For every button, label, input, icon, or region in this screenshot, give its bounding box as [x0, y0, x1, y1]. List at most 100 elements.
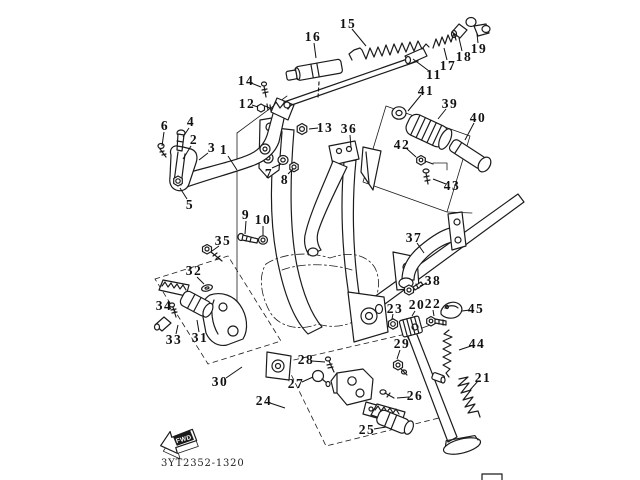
part-label-21: 21 — [475, 370, 492, 385]
leader-line-39 — [437, 108, 447, 120]
footrest-bracket-rear — [398, 211, 467, 296]
leader-line-25 — [373, 426, 387, 430]
brake-pedal-assembly — [157, 81, 308, 192]
part-label-29: 29 — [394, 336, 411, 351]
leader-line-15 — [351, 28, 367, 47]
leader-line-6 — [161, 131, 165, 147]
part-label-38: 38 — [425, 273, 442, 288]
leader-line-34 — [167, 306, 172, 310]
frame-bolt-washer — [237, 232, 269, 245]
leader-line-11 — [412, 58, 430, 72]
page-marker — [481, 473, 503, 480]
part-label-3: 3 — [208, 140, 216, 155]
part-label-31: 31 — [192, 330, 209, 345]
leader-line-26 — [396, 396, 410, 399]
part-label-40: 40 — [470, 110, 487, 125]
leader-line-28 — [311, 360, 326, 363]
part-label-32: 32 — [186, 263, 203, 278]
part-label-27: 27 — [288, 376, 305, 391]
leader-line-5 — [179, 187, 188, 200]
part-label-6: 6 — [161, 118, 169, 133]
leader-line-38 — [419, 282, 428, 287]
leader-line-7 — [271, 163, 282, 169]
leader-line-30 — [225, 366, 243, 379]
leader-line-37 — [416, 242, 425, 254]
leader-line-23 — [391, 313, 394, 320]
leader-line-44 — [458, 345, 472, 351]
part-label-17: 17 — [440, 58, 457, 73]
right-footpeg-group — [311, 356, 415, 435]
part-code: 3YT2352-1320 — [161, 458, 245, 469]
leader-line-20 — [411, 310, 416, 317]
leader-line-24 — [269, 402, 286, 409]
leader-line-17 — [443, 47, 448, 61]
leader-line-18 — [458, 37, 463, 52]
part-label-14: 14 — [238, 73, 255, 88]
leader-line-12 — [251, 104, 259, 108]
leader-line-14 — [250, 82, 262, 88]
leader-line-19 — [476, 33, 479, 44]
leader-line-32 — [196, 276, 205, 285]
part-label-22: 22 — [425, 296, 442, 311]
leader-line-36 — [349, 134, 352, 149]
part-label-10: 10 — [255, 212, 272, 227]
part-label-43: 43 — [444, 178, 461, 193]
leader-line-16 — [313, 42, 317, 59]
leader-line-3 — [198, 152, 209, 161]
part-label-9: 9 — [242, 207, 250, 222]
part-label-8: 8 — [281, 172, 289, 187]
leader-line-42 — [405, 147, 417, 158]
front-footrest-group — [391, 106, 492, 185]
part-label-13: 13 — [317, 120, 334, 135]
leader-line-33 — [175, 324, 179, 335]
part-label-37: 37 — [406, 230, 423, 245]
part-label-36: 36 — [341, 121, 358, 136]
part-label-44: 44 — [469, 336, 486, 351]
fwd-label: FWD — [175, 434, 192, 445]
leader-line-9 — [244, 220, 247, 235]
leader-line-29 — [396, 349, 401, 360]
leader-line-21 — [469, 380, 479, 391]
leader-line-40 — [464, 122, 475, 141]
part-label-34: 34 — [156, 298, 173, 313]
part-label-39: 39 — [442, 96, 459, 111]
part-label-15: 15 — [340, 16, 357, 31]
part-label-12: 12 — [239, 96, 256, 111]
leader-line-8 — [287, 168, 294, 175]
part-label-23: 23 — [387, 301, 404, 316]
leader-line-13 — [308, 127, 319, 130]
part-label-33: 33 — [166, 332, 183, 347]
part-label-25: 25 — [359, 422, 376, 437]
part-label-2: 2 — [190, 132, 198, 147]
part-label-1: 1 — [220, 142, 228, 157]
part-label-26: 26 — [407, 388, 424, 403]
leader-line-1 — [227, 155, 238, 171]
left-footpeg-group — [153, 243, 248, 347]
leader-line-41 — [407, 94, 422, 112]
leader-line-45 — [461, 309, 471, 312]
part-label-18: 18 — [456, 49, 473, 64]
part-label-28: 28 — [298, 352, 315, 367]
leader-line-35 — [211, 245, 220, 252]
part-label-20: 20 — [409, 297, 426, 312]
fwd-arrow: FWD — [160, 428, 199, 460]
part-label-5: 5 — [186, 197, 194, 212]
side-stand-group — [374, 301, 482, 455]
part-label-4: 4 — [187, 114, 195, 129]
part-label-45: 45 — [468, 301, 485, 316]
leader-line-43 — [432, 178, 447, 185]
part-label-7: 7 — [265, 166, 273, 181]
leader-line-31 — [196, 319, 200, 333]
part-label-24: 24 — [256, 393, 273, 408]
leader-line-4 — [182, 127, 190, 138]
leader-line-2 — [182, 145, 192, 160]
part-label-11: 11 — [426, 67, 442, 82]
brake-rod-assembly — [283, 16, 491, 109]
part-label-42: 42 — [394, 137, 411, 152]
leader-line-27 — [301, 376, 314, 383]
part-label-19: 19 — [471, 41, 488, 56]
part-label-30: 30 — [212, 374, 229, 389]
footrest-bracket-front — [303, 160, 348, 257]
